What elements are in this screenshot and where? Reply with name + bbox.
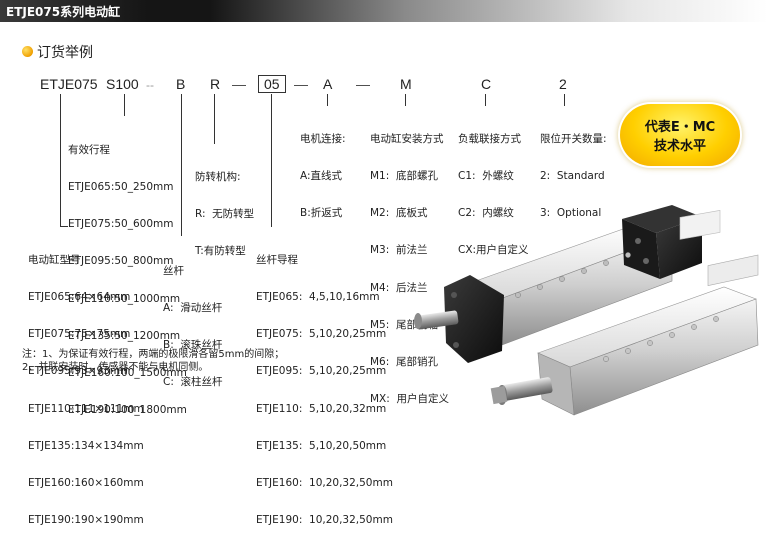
lead-item: ETJE075: 5,10,20,25mm [256, 328, 387, 341]
code-switch: 2 [559, 76, 567, 92]
model-item: ETJE160:160×160mm [28, 477, 144, 490]
screw-item: B: 滚珠丝杆 [163, 339, 223, 352]
model-group: 电动缸型号 ETJE065:64×64mm ETJE075:75×75mm ET… [28, 229, 144, 539]
load-group: 负载联接方式 C1: 外螺纹 C2: 内螺纹 CX:用户自定义 [458, 108, 529, 269]
badge-line2: 技术水平 [653, 139, 706, 154]
anti-item: T:有防转型 [195, 245, 246, 258]
load-title: 负载联接方式 [458, 132, 521, 145]
tech-badge: 代表E・MC 技术水平 [620, 104, 740, 166]
screw-group: 丝杆 A: 滑动丝杆 B: 滚珠丝杆 C: 滚柱丝杆 [163, 240, 223, 401]
model-title: 电动缸型号 [28, 253, 81, 266]
mount-item: MX: 用户自定义 [370, 393, 449, 406]
mount-title: 电动缸安装方式 [370, 132, 444, 145]
mount-item: M3: 前法兰 [370, 244, 428, 257]
model-item: ETJE190:190×190mm [28, 514, 144, 527]
connector-line [60, 226, 68, 227]
model-item: ETJE135:134×134mm [28, 439, 144, 452]
note-line: 注：1、为保证有效行程，两端的极限滑各留5mm的间隙； [22, 349, 285, 360]
switch-item: 3: Optional [540, 207, 602, 220]
code-stroke: S100 [106, 76, 139, 92]
connector-line [485, 94, 486, 106]
screw-title: 丝杆 [163, 264, 184, 277]
notes: 注：1、为保证有效行程，两端的极限滑各留5mm的间隙； 2、并联安装时，传感器不… [22, 348, 284, 374]
stroke-item: ETJE135:50_1200mm [68, 329, 181, 342]
code-motor: A [323, 76, 333, 92]
anti-item: R: 无防转型 [195, 208, 255, 221]
switch-title: 限位开关数量: [540, 132, 607, 145]
mount-item: M4: 后法兰 [370, 281, 428, 294]
model-item: ETJE095:93×93mm [28, 365, 131, 378]
screw-item: A: 滑动丝杆 [163, 302, 223, 315]
badge-line1: 代表E・MC [644, 120, 716, 135]
connector-line [327, 94, 328, 106]
code-anti: R [210, 76, 221, 92]
stroke-item: ETJE065:50_250mm [68, 181, 174, 194]
mount-item: M2: 底板式 [370, 207, 428, 220]
header-bar: ETJE075系列电动缸 [0, 0, 768, 22]
actuator-lower [490, 254, 759, 416]
model-item: ETJE065:64×64mm [28, 291, 131, 304]
code-lead: 05 [258, 75, 286, 93]
code-dash: — [294, 76, 308, 92]
lead-item: ETJE160: 10,20,32,50mm [256, 477, 393, 490]
code-dash: — [356, 76, 370, 92]
lead-title: 丝杆导程 [256, 253, 298, 266]
motor-item: A:直线式 [300, 170, 343, 183]
actuator-product-image [414, 205, 759, 416]
bullet-icon [22, 46, 33, 57]
stroke-group: 有效行程 ETJE065:50_250mm ETJE075:50_600mm E… [68, 119, 187, 429]
stroke-item: ETJE110:50_1000mm [68, 292, 181, 305]
page-title: ETJE075系列电动缸 [6, 5, 121, 19]
connector-line [271, 94, 272, 227]
lead-item: ETJE190: 10,20,32,50mm [256, 514, 393, 527]
connector-line [60, 94, 61, 227]
connector-line [214, 94, 215, 144]
section-title: 订货举例 [37, 45, 93, 61]
code-dash: — [232, 76, 246, 92]
screw-item: C: 滚柱丝杆 [163, 376, 223, 389]
code-sep: -- [146, 78, 154, 92]
code-load: C [481, 76, 492, 92]
stroke-item: ETJE190:100_1800mm [68, 404, 187, 417]
anti-group: 防转机构: R: 无防转型 T:有防转型 [195, 146, 254, 270]
switch-item: 2: Standard [540, 170, 605, 183]
switch-group: 限位开关数量: 2: Standard 3: Optional [540, 108, 607, 232]
stroke-item: ETJE075:50_600mm [68, 218, 174, 231]
mount-item: M1: 底部螺孔 [370, 170, 438, 183]
lead-item: ETJE110: 5,10,20,32mm [256, 402, 387, 415]
lead-item: ETJE135: 5,10,20,50mm [256, 439, 387, 452]
code-mount: M [400, 76, 412, 92]
load-item: CX:用户自定义 [458, 244, 529, 257]
lead-item: ETJE065: 4,5,10,16mm [256, 291, 380, 304]
load-item: C2: 内螺纹 [458, 207, 514, 220]
code-series: ETJE075 [40, 76, 98, 92]
connector-line [181, 94, 182, 236]
motor-group: 电机连接: A:直线式 B:折返式 [300, 108, 346, 232]
actuator-upper [414, 205, 721, 363]
lead-item: ETJE095: 5,10,20,25mm [256, 365, 387, 378]
model-item: ETJE075:75×75mm [28, 328, 131, 341]
stroke-item: ETJE160:100_1500mm [68, 367, 187, 380]
motor-item: B:折返式 [300, 207, 343, 220]
note-line: 2、并联安装时，传感器不能与电机同侧。 [22, 362, 209, 373]
mount-item: M6: 尾部销孔 [370, 356, 438, 369]
connector-line [124, 94, 125, 116]
load-item: C1: 外螺纹 [458, 170, 514, 183]
motor-title: 电机连接: [300, 132, 346, 145]
connector-line [564, 94, 565, 106]
stroke-title: 有效行程 [68, 143, 110, 156]
connector-line [405, 94, 406, 106]
anti-title: 防转机构: [195, 170, 241, 183]
code-screw: B [176, 76, 186, 92]
model-item: ETJE110:111×111mm [28, 402, 144, 415]
stroke-item: ETJE095:50_800mm [68, 255, 174, 268]
